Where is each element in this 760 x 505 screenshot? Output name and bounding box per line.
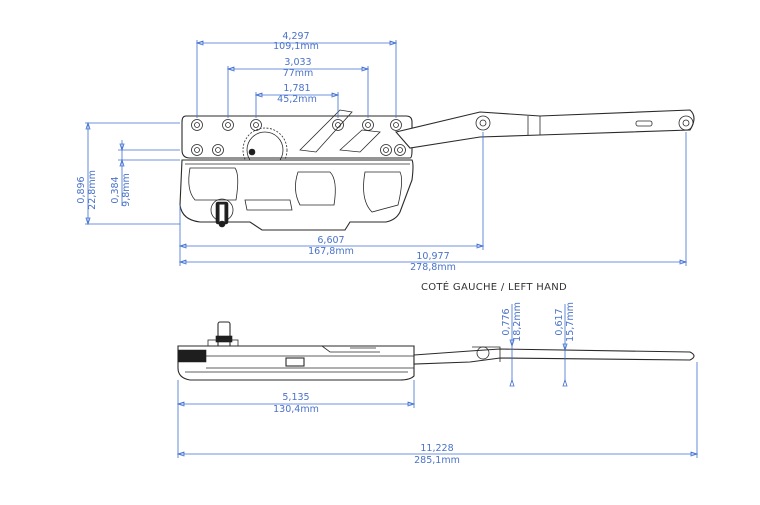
dim-side-arm-height-in: 0,617 [554, 308, 565, 335]
side-view: 0,776 18,2mm 0,617 15,7mm 5,135 130,4mm … [176, 302, 699, 466]
dim-body-length-in: 6,607 [317, 235, 344, 246]
dim-side-height-mm: 18,2mm [512, 302, 523, 342]
mounting-plate [181, 115, 413, 159]
dim-inner-width-in: 1,781 [283, 83, 310, 94]
dim-arm-length-mm: 278,8mm [410, 262, 456, 273]
dim-inner-width-mm: 45,2mm [277, 94, 317, 105]
dim-total-length-mm: 285,1mm [414, 455, 460, 466]
linkage-arm [299, 109, 353, 153]
side-crank-stud [217, 321, 231, 349]
dim-arm-length-in: 10,977 [416, 251, 449, 262]
operator-arm [394, 109, 695, 149]
hand-label: COTÉ GAUCHE / LEFT HAND [421, 280, 567, 293]
top-view: 4,297 109,1mm 3,033 77mm 1,781 45,2mm 0,… [76, 31, 695, 273]
dim-top-width-in: 4,297 [282, 31, 309, 42]
dim-mid-width-in: 3,033 [284, 57, 311, 68]
dim-mid-width-mm: 77mm [283, 68, 314, 79]
dim-height-in: 0,896 [76, 176, 87, 203]
dim-total-length-in: 11,228 [420, 443, 453, 454]
dim-offset-in: 0,384 [110, 176, 121, 203]
side-arm [413, 348, 695, 365]
dim-height-mm: 22,8mm [87, 170, 98, 210]
dim-side-body-in: 5,135 [282, 392, 309, 403]
crank-stud [210, 198, 234, 228]
dim-side-body-mm: 130,4mm [273, 404, 319, 415]
bottom-holes [191, 144, 406, 156]
dim-top-width-mm: 109,1mm [273, 41, 319, 52]
dim-side-arm-height-mm: 15,7mm [565, 302, 576, 342]
dim-offset-mm: 9,8mm [121, 173, 132, 207]
dim-body-length-mm: 167,8mm [308, 246, 354, 257]
dim-side-height-in: 0,776 [501, 308, 512, 335]
